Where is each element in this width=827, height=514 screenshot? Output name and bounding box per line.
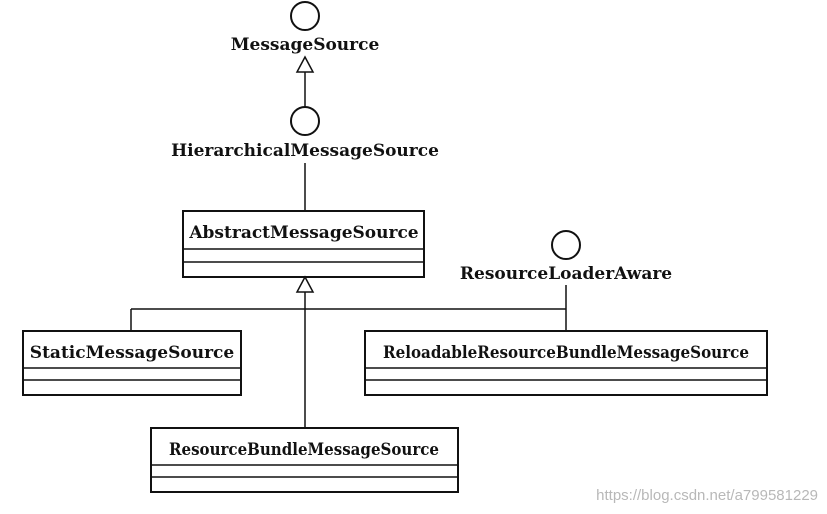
class-name: AbstractMessageSource [188, 223, 418, 243]
inheritance-arrow-icon [295, 55, 315, 73]
class-name: ResourceBundleMessageSource [169, 440, 439, 460]
watermark: https://blog.csdn.net/a799581229 [596, 487, 818, 504]
class-static-message-source: StaticMessageSource [22, 330, 242, 396]
interface-lollipop-icon [290, 106, 320, 136]
interface-label: HierarchicalMessageSource [171, 141, 439, 161]
inheritance-arrow-icon [295, 275, 315, 293]
interface-lollipop-icon [290, 1, 320, 31]
generalization-hierarchical-to-message-source [295, 55, 315, 107]
class-resource-bundle-message-source: ResourceBundleMessageSource [150, 427, 459, 493]
interface-message-source: MessageSource [231, 1, 380, 55]
generalization-tree-abstract-message-source [130, 275, 566, 428]
class-reloadable-resource-bundle-message-source: ReloadableResourceBundleMessageSource [364, 330, 768, 396]
class-name: StaticMessageSource [30, 343, 235, 363]
interface-label: MessageSource [231, 35, 380, 55]
interface-label: ResourceLoaderAware [460, 264, 672, 284]
interface-lollipop-icon [551, 230, 581, 260]
class-abstract-message-source: AbstractMessageSource [182, 210, 425, 278]
interface-resource-loader-aware: ResourceLoaderAware [460, 230, 672, 284]
interface-hierarchical-message-source: HierarchicalMessageSource [171, 106, 439, 161]
class-name: ReloadableResourceBundleMessageSource [383, 343, 749, 363]
